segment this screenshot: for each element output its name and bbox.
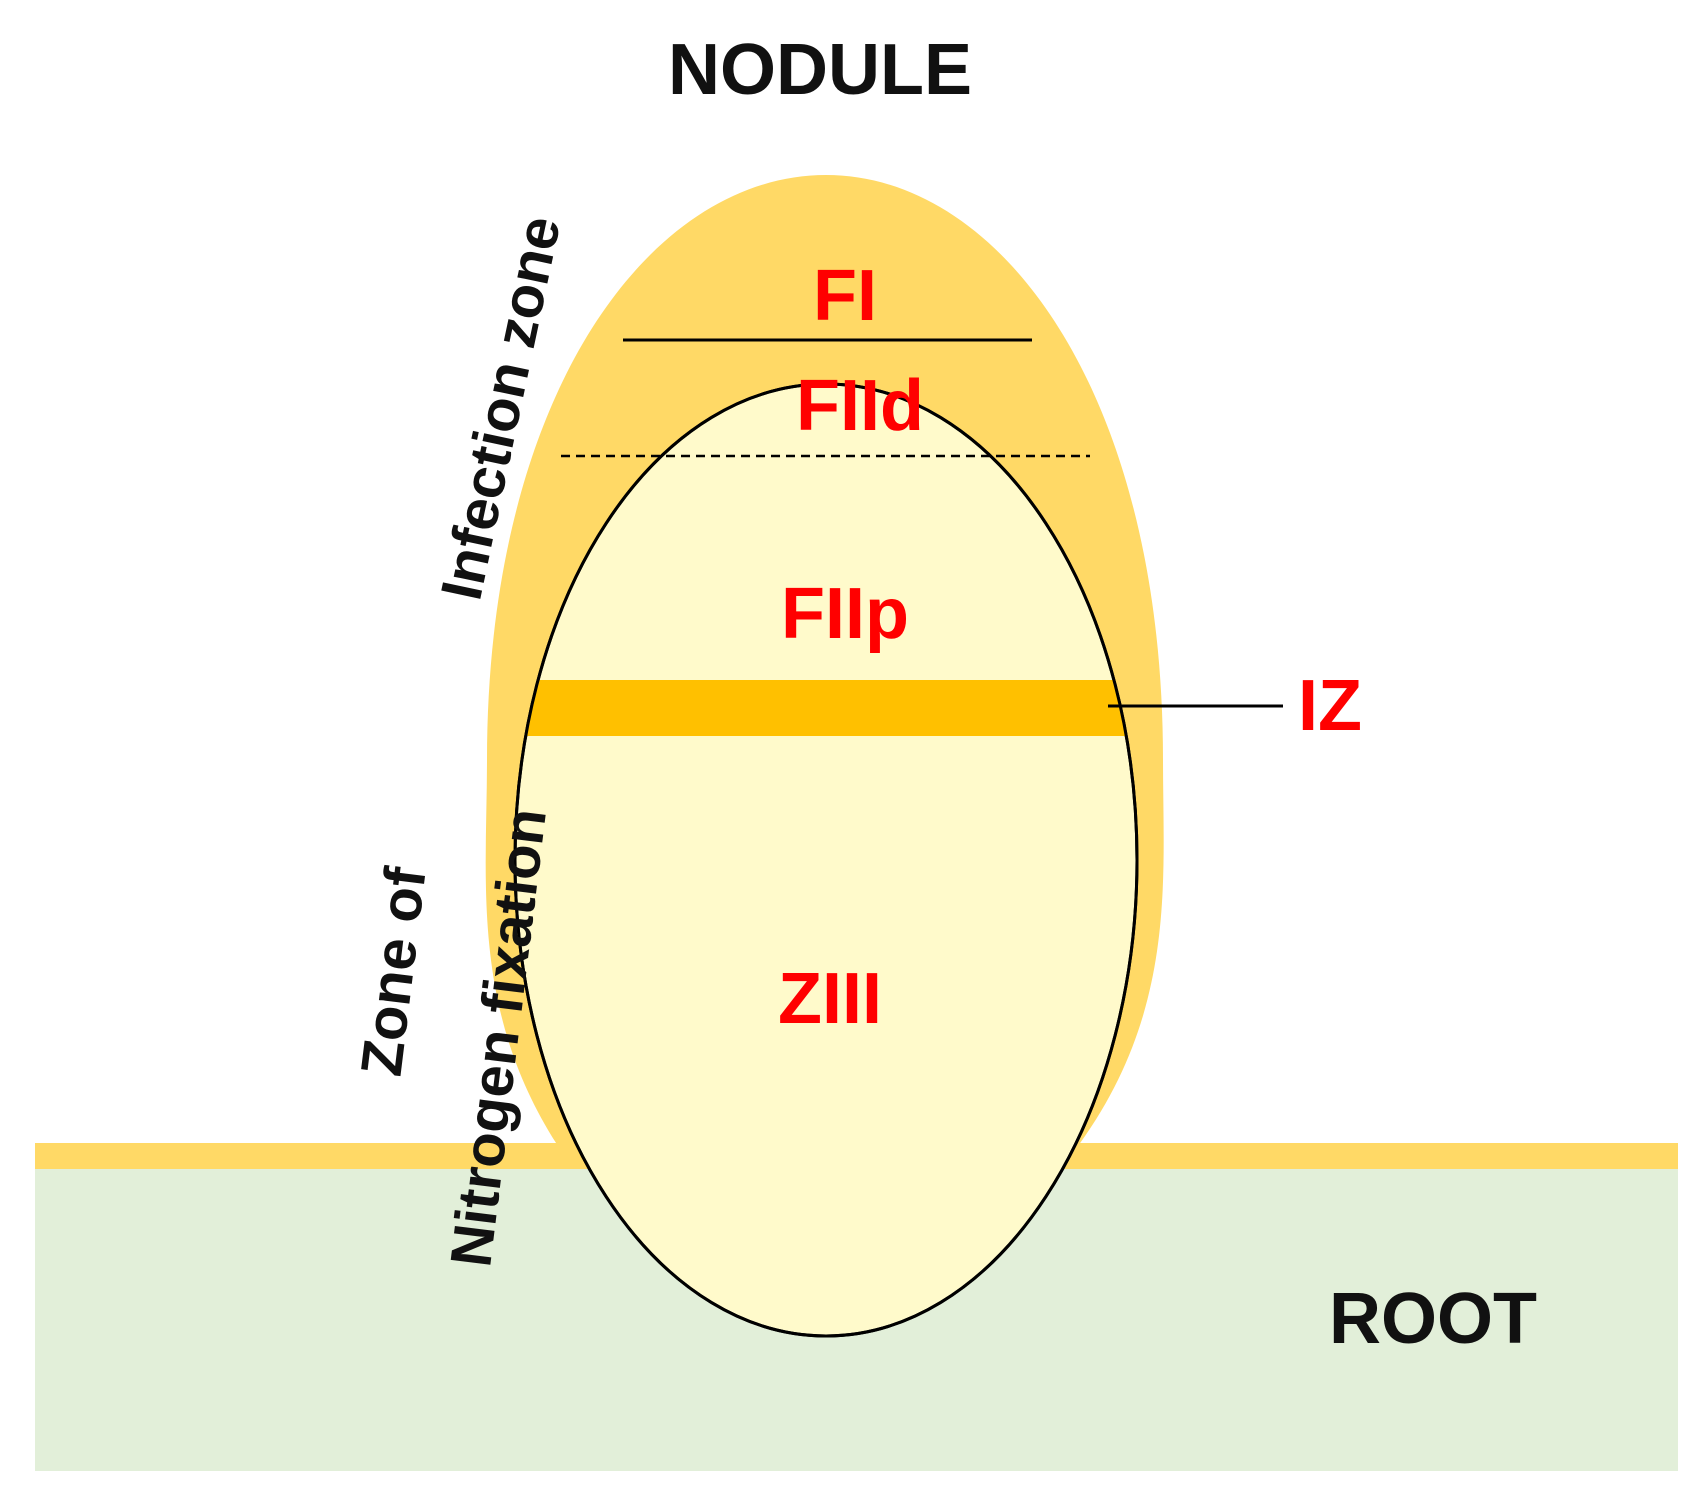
zone-label-ziii: ZIII — [778, 959, 882, 1039]
interzone-band — [515, 680, 1137, 736]
zone-label-fiid: FIId — [796, 366, 924, 446]
diagram-title: NODULE — [668, 30, 972, 110]
side-label-zone-of: Zone of — [349, 863, 439, 1079]
nodule-inner-region — [513, 382, 1139, 1338]
nodule-inner-outline — [513, 382, 1139, 1338]
zone-label-iz: IZ — [1298, 666, 1362, 746]
root-label: ROOT — [1329, 1279, 1537, 1359]
zone-label-fiip: FIIp — [781, 574, 909, 654]
zone-label-fi: FI — [813, 256, 877, 336]
